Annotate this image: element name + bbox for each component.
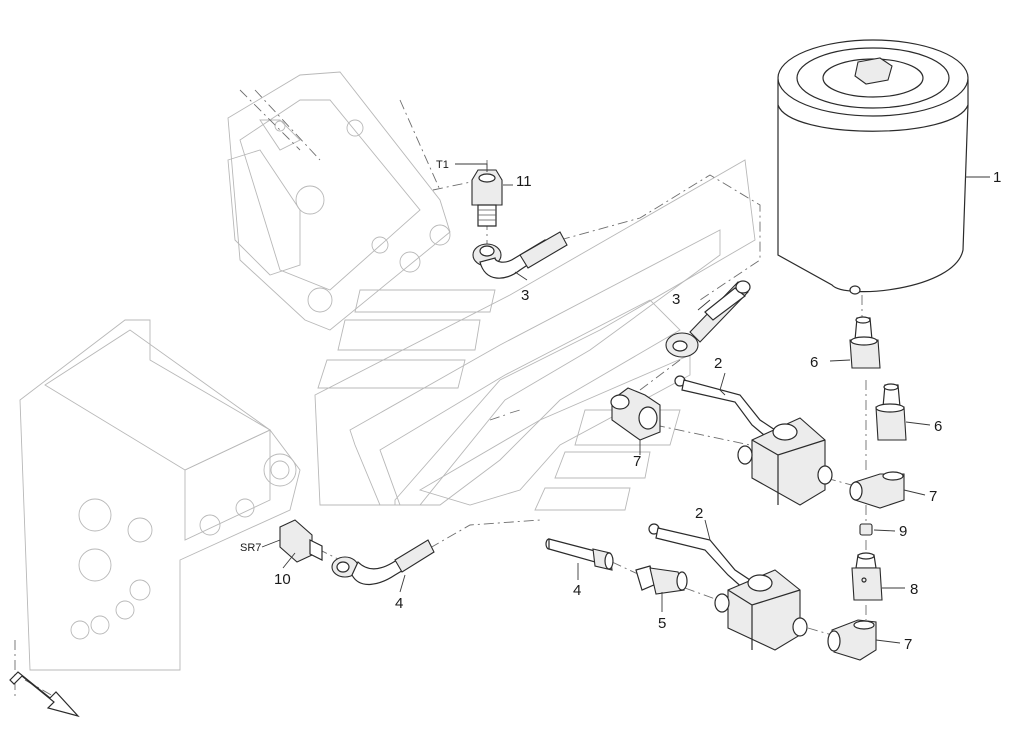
fitting-part-10 (279, 519, 323, 563)
label-part-6-lower: 6 (934, 418, 942, 435)
label-part-7-lower: 7 (904, 636, 912, 653)
label-part-3-upper: 3 (521, 287, 529, 304)
label-part-2-lower: 2 (695, 505, 703, 522)
label-part-3-lower: 3 (672, 291, 680, 308)
label-part-4-left: 4 (395, 595, 403, 612)
label-part-2-upper: 2 (714, 355, 722, 372)
label-part-1: 1 (993, 169, 1001, 186)
hose-elbow-part-3-upper (472, 231, 568, 279)
elbow-part-7-upper-right (849, 471, 905, 509)
label-part-11: 11 (516, 173, 532, 190)
label-part-7-upper-right: 7 (929, 488, 937, 505)
tank-part-1 (777, 39, 969, 295)
fitting-part-5 (635, 565, 688, 595)
ghost-valve-block (14, 319, 301, 701)
elbow-part-7-lower (827, 619, 877, 661)
ghost-frame-assembly (227, 71, 451, 331)
fitting-part-11 (471, 160, 503, 227)
leader-lines (261, 163, 990, 644)
ball-valve-part-2-lower (648, 523, 808, 651)
label-part-8: 8 (910, 581, 918, 598)
label-part-6-upper: 6 (810, 354, 818, 371)
adapter-part-6-lower (875, 383, 907, 441)
label-part-5: 5 (658, 615, 666, 632)
part-labels: 1 2 2 3 3 4 4 5 6 6 7 7 7 8 9 10 11 T1 S… (240, 159, 1001, 653)
fitting-part-8 (851, 552, 883, 601)
label-sr7: SR7 (240, 542, 261, 554)
direction-arrow (9, 671, 80, 718)
hose-part-3-lower (665, 280, 751, 358)
seal-part-9 (859, 523, 873, 536)
ball-valve-part-2-upper (674, 375, 833, 506)
label-t1: T1 (436, 159, 449, 171)
elbow-part-7-left (610, 387, 661, 441)
adapter-part-6-upper (849, 316, 881, 369)
tube-part-4-right (545, 538, 614, 571)
label-part-7-left: 7 (633, 453, 641, 470)
hose-elbow-part-4-left (331, 539, 435, 585)
label-part-10: 10 (274, 571, 291, 588)
label-part-4-right: 4 (573, 582, 581, 599)
label-part-9: 9 (899, 523, 907, 540)
